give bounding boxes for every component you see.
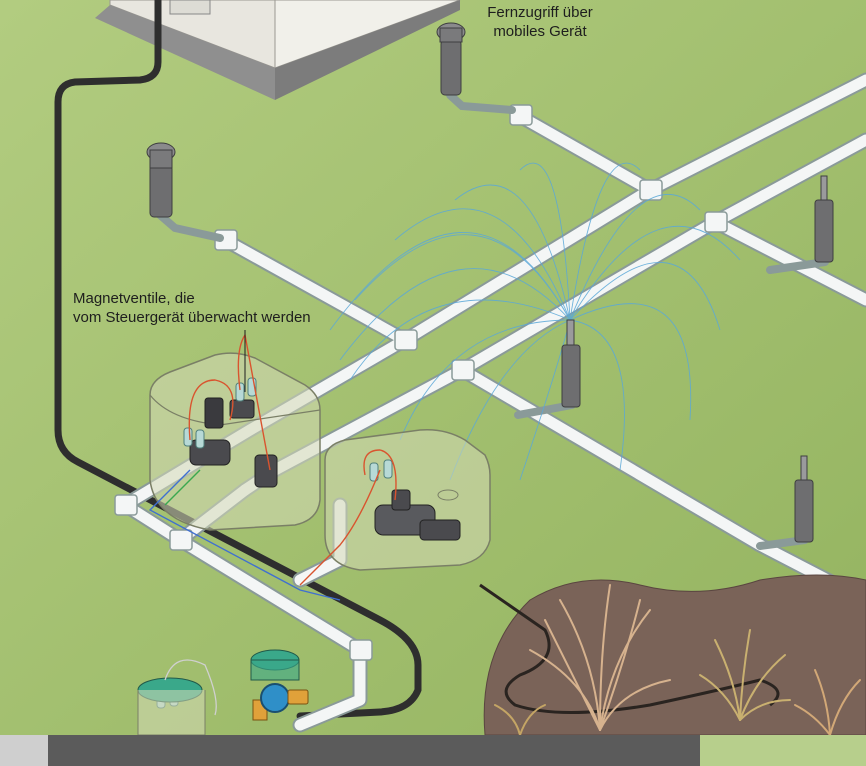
- bottom-bar-right: [700, 735, 866, 766]
- house-foundation: [95, 0, 461, 100]
- remote-access-line-2: mobiles Gerät: [493, 23, 587, 40]
- ornamental-grass: [494, 584, 861, 736]
- solenoid-valves-label: Magnetventile, die vom Steuergerät überw…: [73, 289, 363, 327]
- control-wires: [148, 333, 397, 601]
- solenoid-valves-line-1: Magnetventile, die: [73, 290, 195, 307]
- remote-access-line-1: Fernzugriff über: [487, 4, 593, 21]
- remote-access-label: Fernzugriff über mobiles Gerät: [460, 3, 620, 41]
- valve-box-left: [149, 352, 321, 531]
- sprinkler-head-left: [146, 142, 176, 218]
- bottom-bar: [0, 735, 866, 766]
- solenoid-valve-2: [374, 489, 461, 541]
- solenoid-valve-1: [189, 397, 278, 488]
- sprinkler-head-right: [814, 175, 834, 263]
- water-spray: [329, 162, 741, 481]
- supply-hose: [54, 0, 422, 720]
- water-meter: [250, 649, 309, 721]
- sprinkler-head-top: [436, 22, 466, 96]
- bottom-bar-middle: [48, 735, 700, 766]
- meter-valve-box: [137, 659, 217, 736]
- sprinkler-head-center: [561, 319, 581, 408]
- sprinkler-head-lower-right: [794, 455, 814, 543]
- bottom-bar-left: [0, 735, 48, 766]
- solenoid-valves-line-2: vom Steuergerät überwacht werden: [73, 309, 311, 326]
- soil-mound: [483, 574, 866, 736]
- drip-hose: [479, 583, 780, 714]
